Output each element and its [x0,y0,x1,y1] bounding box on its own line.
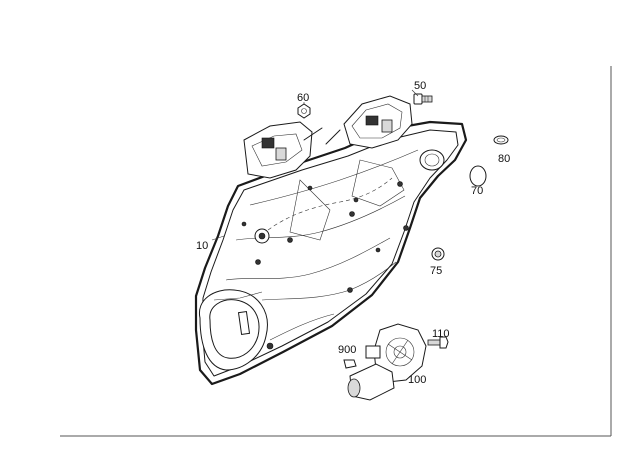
regulator-bracket-right[interactable] [325,95,413,149]
callout-50[interactable]: 50 [414,80,426,92]
leader-line-10 [211,235,225,241]
panel-rib-1 [249,149,419,206]
panel-rib-3 [225,237,391,281]
callout-10[interactable]: 10 [196,240,208,252]
bolt-part[interactable] [427,336,449,349]
bracket-left-block [275,147,287,161]
panel-hole [347,287,353,293]
callout-100[interactable]: 100 [408,374,426,386]
panel-rib-8 [269,313,335,341]
panel-rib-6 [351,159,405,207]
cap-inner [496,137,506,143]
motor-gear-hub [393,345,407,359]
callout-80[interactable]: 80 [498,153,510,165]
clip-body [343,359,357,369]
cap-part[interactable] [493,135,509,145]
plug-disc [469,165,487,187]
panel-hole [258,232,266,240]
clip-part[interactable] [343,359,357,369]
screw-shank [421,95,433,103]
bracket-right-detail [351,103,403,139]
panel-inner-outline [201,129,459,377]
panel-boss [419,149,445,171]
bracket-left-rail [303,127,323,141]
panel-hole [397,181,403,187]
panel-hole [241,221,247,227]
callout-110[interactable]: 110 [432,328,450,340]
grommet-inner [434,250,442,258]
panel-hole [403,225,409,231]
leader-line-50 [411,89,419,97]
screw-part[interactable] [413,93,433,105]
panel-hole [255,259,261,265]
motor-end-cap [347,378,361,398]
cap-disc [493,135,509,145]
panel-hole [375,247,381,253]
regulator-bracket-left[interactable] [243,121,323,179]
panel-rib-7 [213,291,263,301]
motor-gear-spoke [391,339,409,365]
nut-part[interactable] [297,103,311,119]
door-panel-assembly[interactable] [194,120,468,386]
bracket-right-block [365,115,379,126]
panel-hole [266,342,274,350]
nut-hex [297,103,311,119]
panel-hole [349,211,355,217]
bracket-left-block [261,137,275,149]
motor-connector [365,345,381,359]
panel-hole [287,237,293,243]
panel-boss-inner [424,153,440,167]
speaker-ring-inner [209,299,260,359]
panel-cable-route [267,177,393,231]
bracket-right-block [381,119,393,133]
motor-gear [385,337,415,367]
callout-75[interactable]: 75 [430,265,442,277]
bolt-shank [427,339,441,346]
panel-outer-seal [194,120,468,386]
bolt-head [439,336,449,349]
motor-gear-housing [373,323,427,383]
callout-900[interactable]: 900 [338,344,356,356]
callout-70[interactable]: 70 [471,185,483,197]
panel-rib-5 [289,179,331,241]
panel-hole [307,185,313,191]
speaker-clip [237,310,251,336]
plug-part[interactable] [469,165,487,187]
bracket-left-detail [251,133,303,167]
nut-bore [301,108,307,114]
bracket-right-rail [325,129,341,145]
callout-60[interactable]: 60 [297,92,309,104]
grommet-part[interactable] [431,247,445,261]
panel-hole [353,197,359,203]
motor-part[interactable] [347,323,427,401]
screw-head [413,93,423,105]
